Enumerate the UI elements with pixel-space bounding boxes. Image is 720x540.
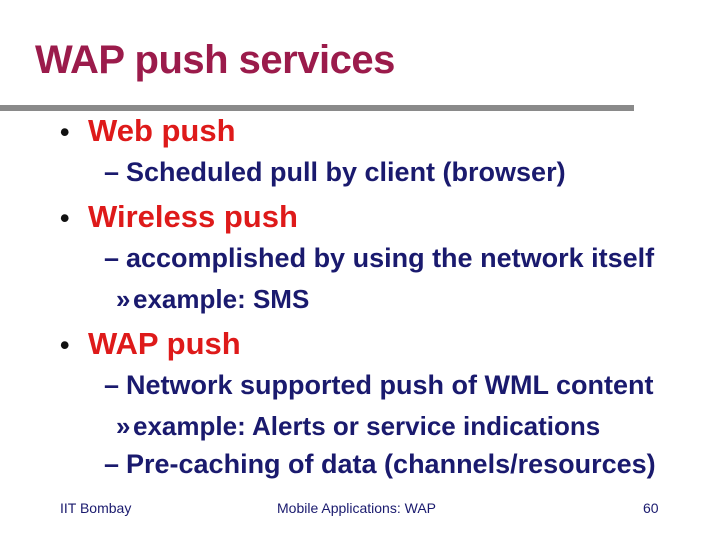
bullet-dot-icon: •	[60, 203, 70, 233]
bullet-text: Web push	[88, 113, 236, 148]
bullet-text: Pre-caching of data (channels/resources)	[126, 449, 656, 479]
bullet-item-wap-push: • WAP push	[60, 328, 241, 359]
footer-page-number: 60	[643, 500, 659, 516]
bullet-dot-icon: •	[60, 330, 70, 360]
footer-institution: IIT Bombay	[60, 500, 132, 516]
bullet-item-pre-caching: –Pre-caching of data (channels/resources…	[104, 451, 656, 478]
dash-marker-icon: –	[104, 157, 120, 187]
bullet-item-example-sms: »example: SMS	[116, 286, 309, 312]
bullet-item-web-push: • Web push	[60, 115, 236, 146]
bullet-item-example-alerts: »example: Alerts or service indications	[116, 413, 600, 439]
bullet-text: Scheduled pull by client (browser)	[126, 157, 566, 187]
bullet-text: example: Alerts or service indications	[133, 411, 601, 441]
bullet-item-wireless-push: • Wireless push	[60, 201, 298, 232]
bullet-item-scheduled-pull: –Scheduled pull by client (browser)	[104, 159, 566, 186]
bullet-text: accomplished by using the network itself	[126, 243, 655, 273]
bullet-dot-icon: •	[60, 117, 70, 147]
footer-course-title: Mobile Applications: WAP	[277, 500, 436, 516]
bullet-text: WAP push	[88, 326, 241, 361]
guillemet-marker-icon: »	[116, 411, 131, 441]
bullet-text: example: SMS	[133, 284, 310, 314]
dash-marker-icon: –	[104, 449, 120, 479]
title-divider-rule	[0, 105, 634, 111]
dash-marker-icon: –	[104, 370, 120, 400]
bullet-text: Wireless push	[88, 199, 298, 234]
dash-marker-icon: –	[104, 243, 120, 273]
bullet-text: Network supported push of WML content	[126, 370, 654, 400]
guillemet-marker-icon: »	[116, 284, 131, 314]
bullet-item-network-supported: –Network supported push of WML content	[104, 372, 653, 399]
bullet-item-accomplished: –accomplished by using the network itsel…	[104, 245, 654, 272]
slide-title: WAP push services	[35, 38, 395, 82]
